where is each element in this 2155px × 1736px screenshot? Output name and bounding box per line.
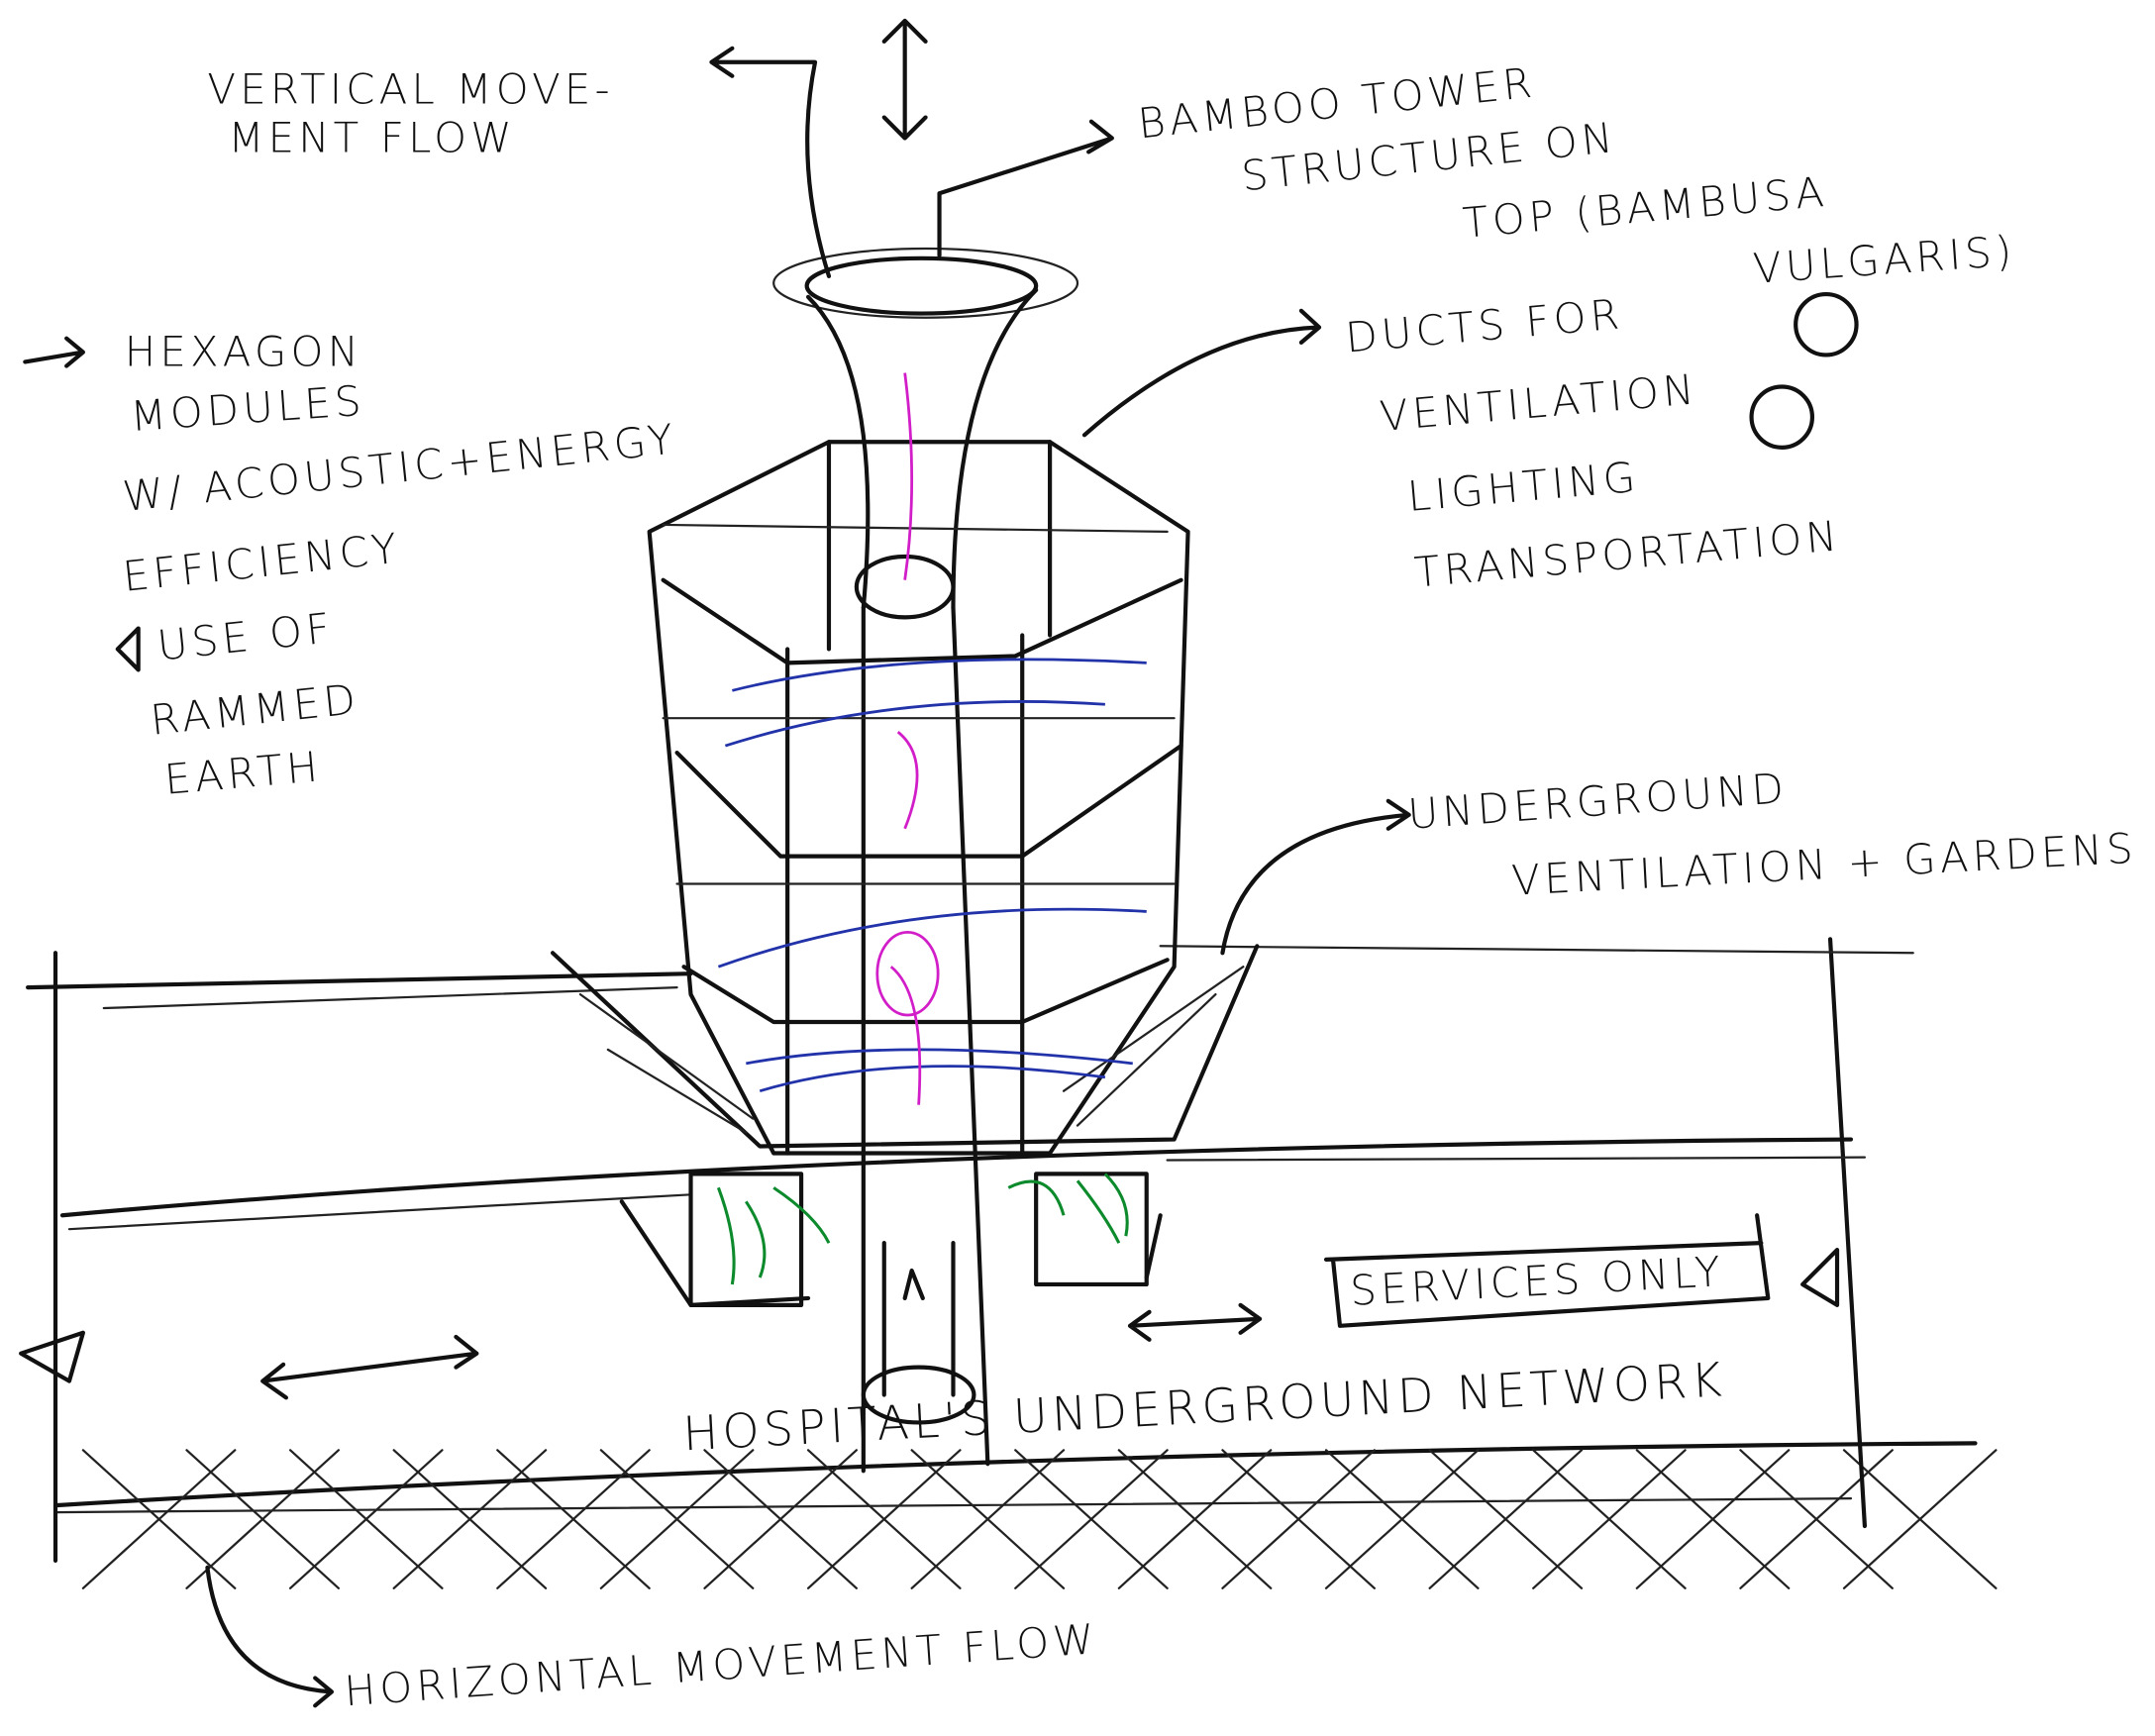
hatch-line <box>703 1449 858 1589</box>
vertical-flow-line: VERTICAL MOVE- <box>207 65 613 114</box>
bamboo-tower <box>550 247 1260 1474</box>
hatch-line <box>288 1449 444 1589</box>
hexagon-line: HEXAGON <box>125 328 362 376</box>
section-lines <box>19 937 1914 1563</box>
hatch-line <box>1428 1449 1584 1589</box>
hatch-line <box>806 1449 962 1589</box>
hatch-line <box>1739 1449 1894 1589</box>
hatch-line <box>1117 1449 1273 1589</box>
hatch-line <box>1014 1449 1169 1589</box>
vertical-flow-line: MENT FLOW <box>228 113 515 161</box>
hatch-line <box>1635 1449 1791 1589</box>
hatch-line <box>392 1449 548 1589</box>
hatch-line <box>185 1449 341 1589</box>
hatch-line <box>496 1449 651 1589</box>
ground-hatching <box>52 1441 1998 1589</box>
hatch-line <box>1324 1449 1480 1589</box>
hatch-line <box>1842 1449 1998 1589</box>
hatch-line <box>910 1449 1066 1589</box>
hatch-line <box>599 1449 755 1589</box>
hatch-line <box>1221 1449 1376 1589</box>
hatch-line <box>81 1449 237 1589</box>
hatch-line <box>1532 1449 1687 1589</box>
label-vertical-flow: VERTICAL MOVE- MENT FLOW <box>207 65 613 162</box>
annotation-arrows <box>23 18 1859 1708</box>
